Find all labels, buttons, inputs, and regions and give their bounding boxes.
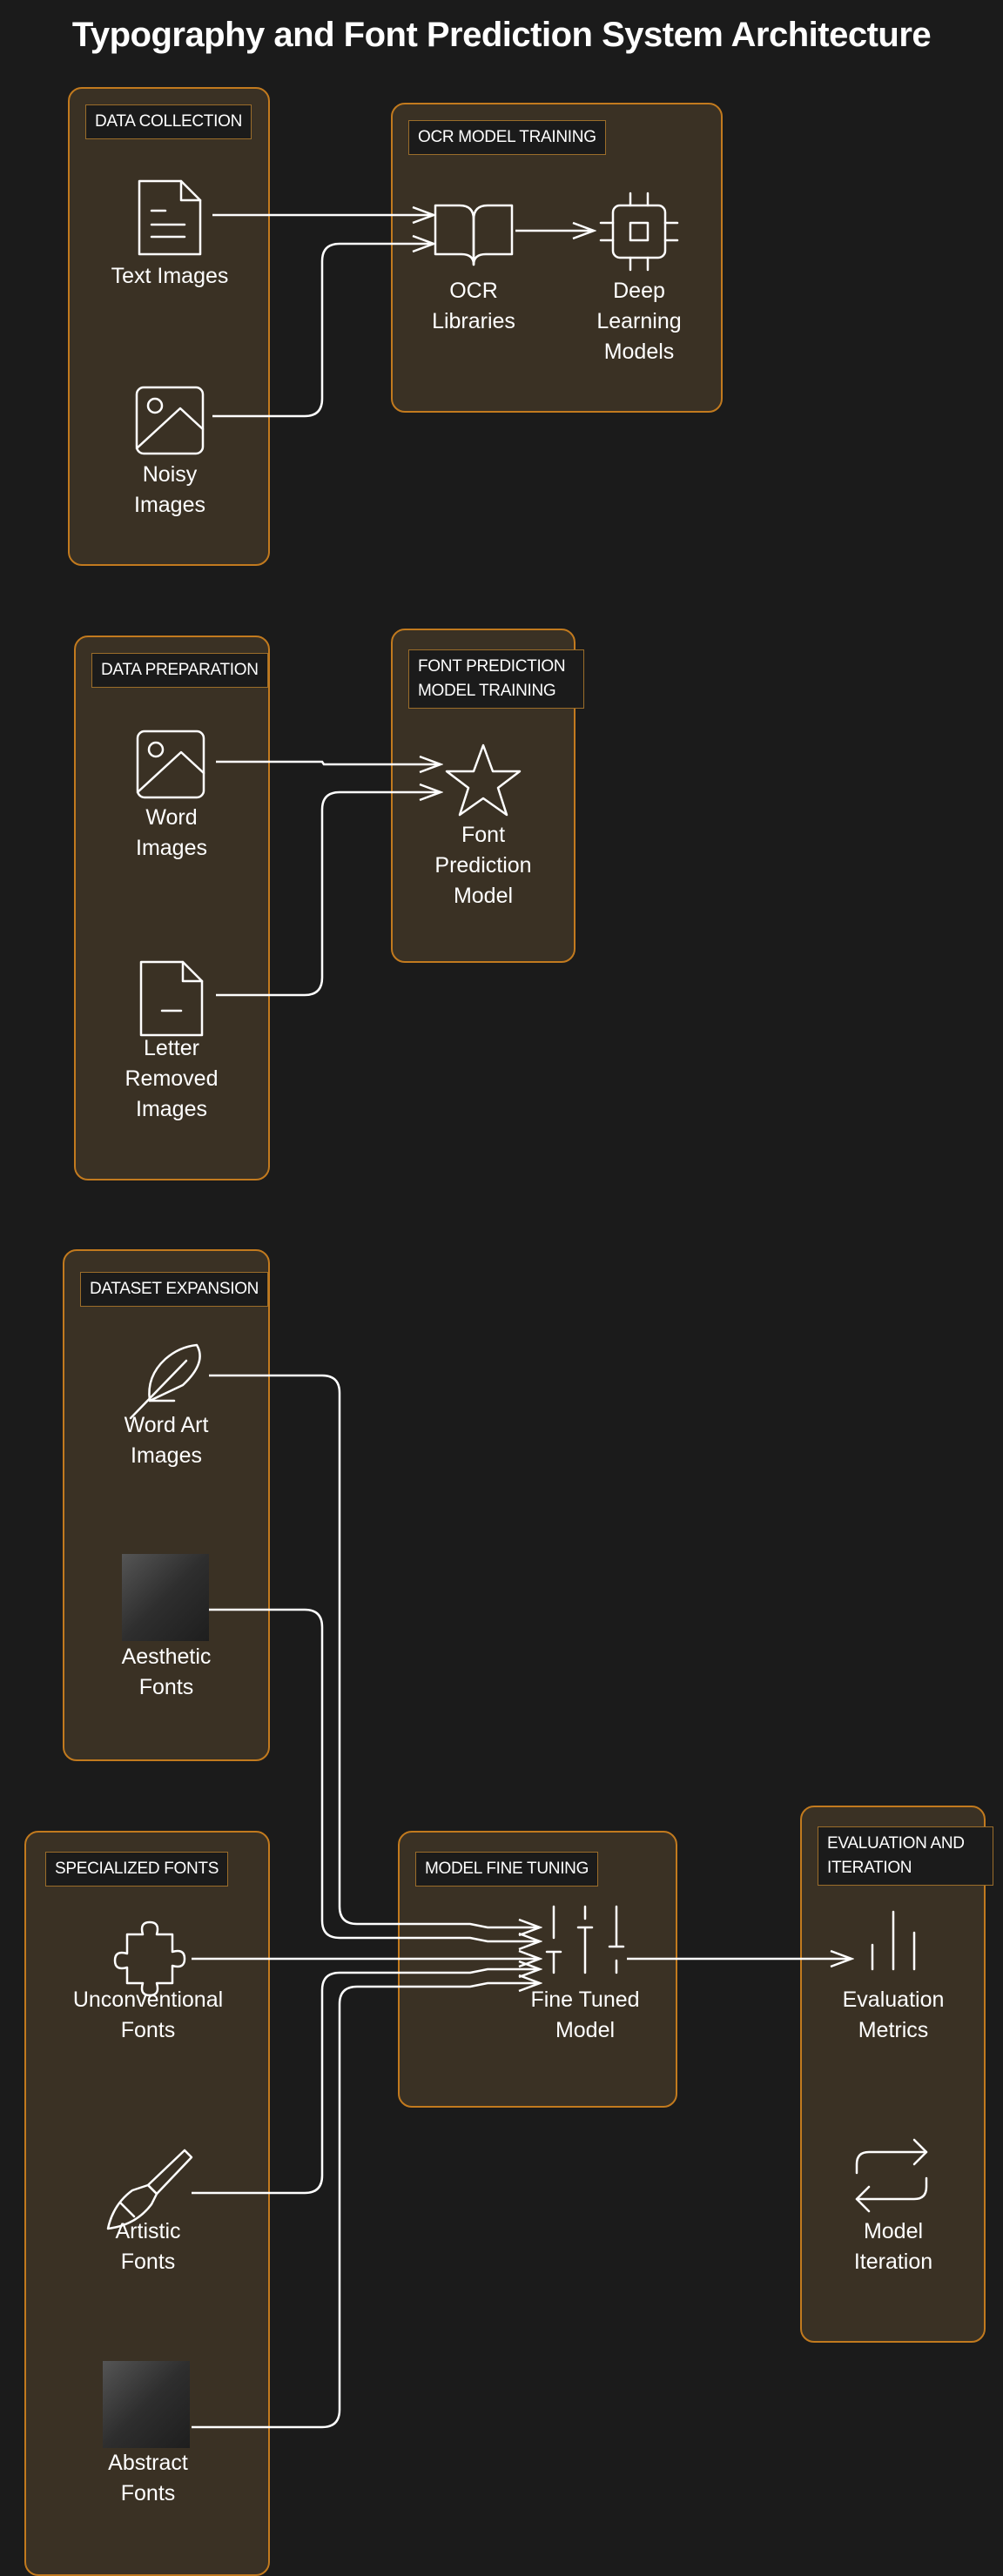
label-fine-tuned-model: Fine Tuned Model bbox=[530, 1987, 640, 2042]
edge-artistic-to-fine-tuning bbox=[192, 1969, 540, 2195]
edge-word-images-to-font-model bbox=[216, 762, 441, 764]
label-noisy-images: Noisy Images bbox=[134, 462, 205, 517]
label-font-prediction-model: Font Prediction Model bbox=[434, 823, 532, 908]
group-label-evaluation: EVALUATION AND ITERATION bbox=[818, 1826, 993, 1886]
label-model-iteration: Model Iteration bbox=[853, 2219, 933, 2274]
label-abstract-fonts: Abstract Fonts bbox=[108, 2451, 188, 2505]
label-ocr-libraries: OCR Libraries bbox=[432, 279, 515, 333]
group-data-preparation: DATA PREPARATION bbox=[74, 636, 270, 1180]
group-data-collection: DATA COLLECTION bbox=[68, 87, 270, 566]
label-aesthetic-fonts: Aesthetic Fonts bbox=[121, 1644, 212, 1699]
edge-letter-removed-to-font-model bbox=[216, 792, 441, 997]
image-icon bbox=[136, 730, 205, 799]
book-icon bbox=[434, 204, 514, 266]
document-icon bbox=[138, 179, 202, 256]
label-evaluation-metrics: Evaluation Metrics bbox=[842, 1987, 945, 2042]
group-label-font-prediction-training: FONT PREDICTION MODEL TRAINING bbox=[408, 649, 584, 709]
edge-noisy-images-to-ocr bbox=[212, 244, 434, 418]
gradient-square-icon bbox=[122, 1554, 209, 1641]
label-letter-removed: Letter Removed Images bbox=[125, 1036, 219, 1121]
group-evaluation: EVALUATION AND ITERATION bbox=[800, 1806, 993, 2343]
group-dataset-expansion: DATASET EXPANSION bbox=[63, 1249, 270, 1761]
group-label-data-collection: DATA COLLECTION bbox=[85, 104, 252, 139]
paintbrush-icon bbox=[106, 2149, 193, 2230]
label-artistic-fonts: Artistic Fonts bbox=[115, 2219, 181, 2274]
sliders-icon bbox=[545, 1905, 625, 1974]
edge-word-art-to-fine-tuning bbox=[209, 1374, 540, 1927]
image-icon bbox=[135, 386, 205, 455]
star-icon bbox=[445, 743, 522, 817]
feather-icon bbox=[129, 1343, 201, 1420]
group-label-dataset-expansion: DATASET EXPANSION bbox=[80, 1272, 269, 1307]
group-label-specialized-fonts: SPECIALIZED FONTS bbox=[45, 1852, 229, 1887]
group-label-ocr-training: OCR MODEL TRAINING bbox=[408, 120, 606, 155]
label-word-art: Word Art Images bbox=[124, 1413, 209, 1468]
bar-chart-icon bbox=[871, 1910, 916, 1971]
repeat-icon bbox=[855, 2138, 928, 2213]
group-label-data-preparation: DATA PREPARATION bbox=[91, 653, 268, 688]
diagram-title: Typography and Font Prediction System Ar… bbox=[71, 16, 932, 54]
edge-abstract-to-fine-tuning bbox=[192, 1983, 540, 2429]
group-ocr-training: OCR MODEL TRAINING bbox=[391, 103, 723, 413]
edge-aesthetic-fonts-to-fine-tuning bbox=[209, 1608, 540, 1941]
gradient-square-icon bbox=[103, 2361, 190, 2448]
chip-icon bbox=[599, 192, 679, 272]
label-deep-learning: Deep Learning Models bbox=[596, 279, 682, 364]
document-minus-icon bbox=[139, 960, 204, 1037]
label-text-images: Text Images bbox=[111, 264, 229, 288]
group-label-fine-tuning: MODEL FINE TUNING bbox=[415, 1852, 599, 1887]
label-word-images: Word Images bbox=[136, 805, 207, 860]
label-unconventional-fonts: Unconventional Fonts bbox=[72, 1987, 224, 2042]
puzzle-icon bbox=[113, 1920, 186, 1997]
